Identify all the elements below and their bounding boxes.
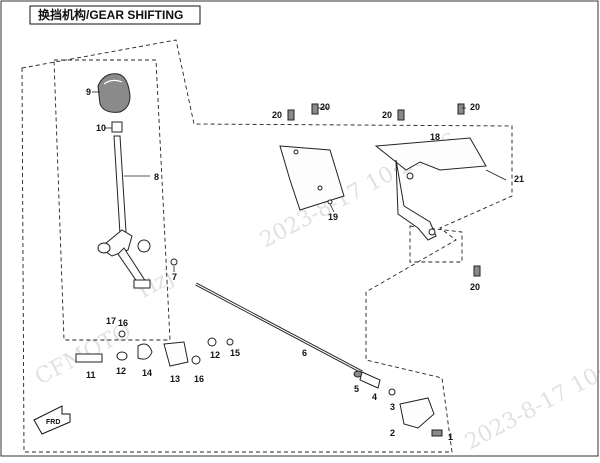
bracket-group-boundary xyxy=(409,225,463,263)
callout-12-b: 12 xyxy=(210,350,220,360)
callout-2: 2 xyxy=(390,428,395,438)
pivot-assembly-parts xyxy=(75,330,234,367)
callout-9: 9 xyxy=(86,87,91,97)
callout-13: 13 xyxy=(170,374,180,384)
shift-cable-part xyxy=(195,282,363,374)
bolt-part-group xyxy=(287,103,481,277)
callout-6: 6 xyxy=(302,348,307,358)
callout-10: 10 xyxy=(96,123,106,133)
callout-20-e: 20 xyxy=(470,282,480,292)
leader-lines xyxy=(92,91,507,272)
callout-7: 7 xyxy=(172,272,177,282)
watermark-timestamp-repeat: 2023-8-17 10:20:46 xyxy=(461,331,600,456)
cable-end-parts xyxy=(353,370,443,437)
knob-bushing-part xyxy=(111,121,123,133)
callout-4: 4 xyxy=(372,392,377,402)
nut-part xyxy=(170,258,178,266)
front-indicator-label: FRD xyxy=(46,419,60,426)
callout-19: 19 xyxy=(328,212,338,222)
assembly-boundary xyxy=(21,39,513,453)
callout-17: 17 xyxy=(106,316,116,326)
callout-14: 14 xyxy=(142,368,152,378)
front-arrow-icon: FRD xyxy=(33,405,71,435)
right-mount-bracket-part xyxy=(374,137,487,241)
callout-8: 8 xyxy=(154,172,159,182)
callout-20-d: 20 xyxy=(470,102,480,112)
callout-20-c: 20 xyxy=(382,110,392,120)
callout-12-a: 12 xyxy=(116,366,126,376)
callout-20-a: 20 xyxy=(272,110,282,120)
callout-3: 3 xyxy=(390,402,395,412)
callout-16-a: 16 xyxy=(118,318,128,328)
shifter-group-boundary xyxy=(53,59,171,341)
callout-15: 15 xyxy=(230,348,240,358)
callout-5: 5 xyxy=(354,384,359,394)
callout-1: 1 xyxy=(448,432,453,442)
callout-20-b: 20 xyxy=(320,102,330,112)
shift-knob-part xyxy=(97,73,131,113)
title-box: 换挡机构/GEAR SHIFTING xyxy=(29,5,201,25)
callout-18: 18 xyxy=(430,132,440,142)
shift-lever-part xyxy=(97,135,151,289)
callout-16-b: 16 xyxy=(194,374,204,384)
callout-11: 11 xyxy=(86,370,96,380)
diagram-title: 换挡机构/GEAR SHIFTING xyxy=(38,7,183,22)
callout-21: 21 xyxy=(514,174,524,184)
